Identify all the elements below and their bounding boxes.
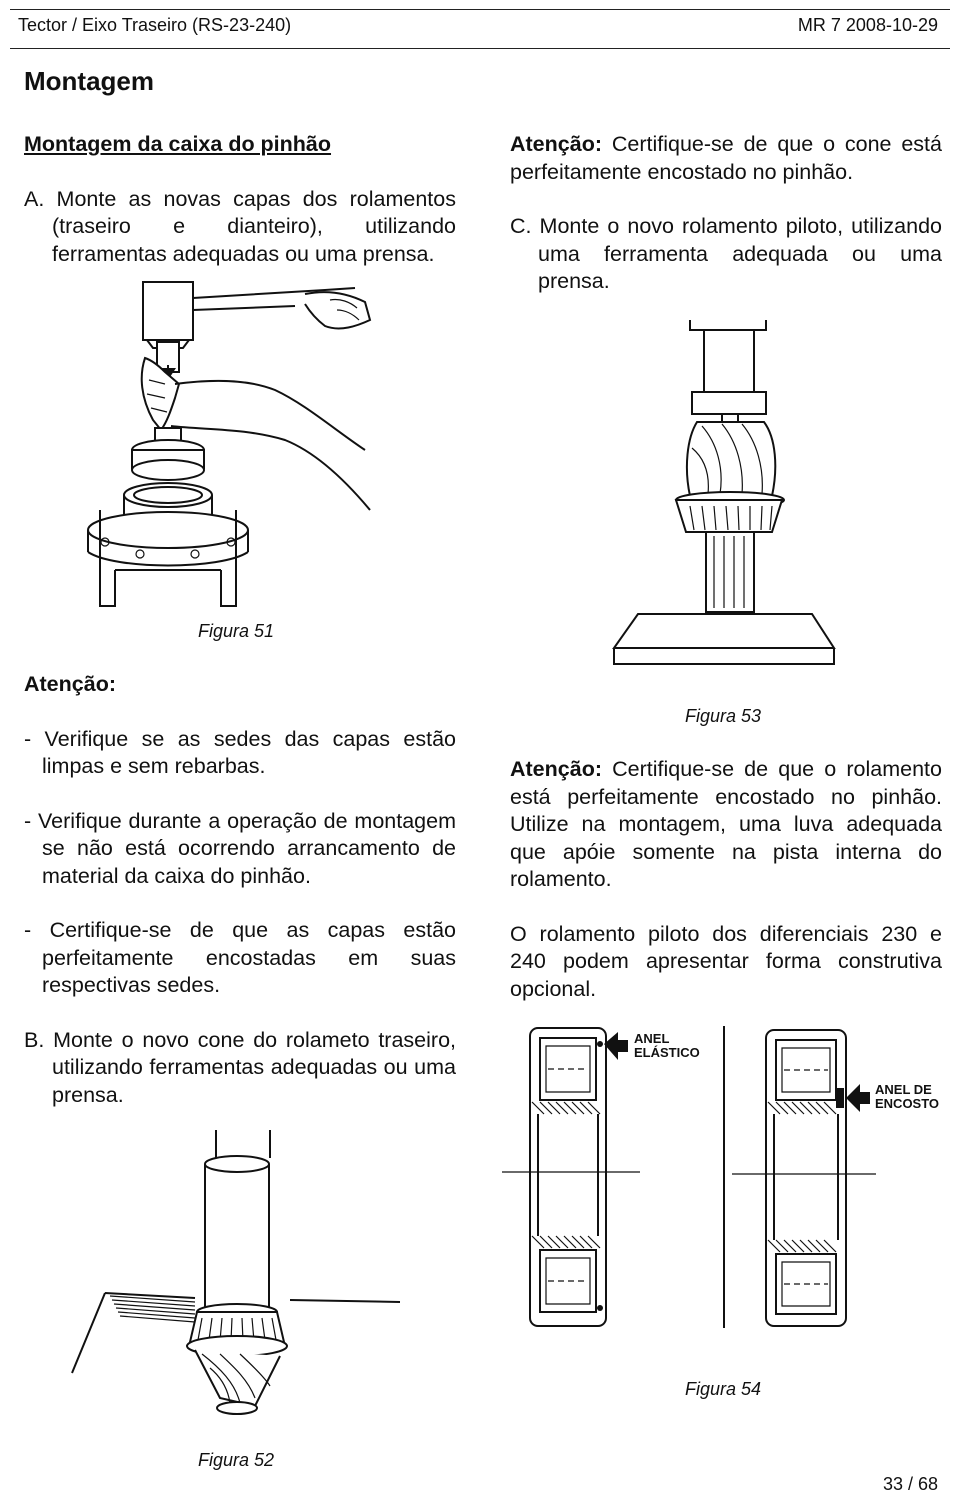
- attention-bullet-2: - Verifique durante a operação de montag…: [24, 808, 456, 888]
- header-doc-revision: MR 7 2008-10-29: [797, 15, 938, 35]
- figure-52-illustration: [71, 1130, 401, 1415]
- figure-51-illustration: [87, 281, 372, 607]
- figure-53-illustration: [612, 320, 836, 665]
- step-c-text: C. Monte o novo rolamento piloto, utiliz…: [510, 214, 942, 293]
- label-anel-elastico-line2: ELÁSTICO: [634, 1045, 700, 1060]
- attention-note-2-label: Atenção:: [510, 757, 602, 781]
- attention-bullet-3: - Certifique-se de que as capas estão pe…: [24, 918, 456, 997]
- attention-note-1-label: Atenção:: [510, 132, 602, 156]
- figure-53-caption: Figura 53: [685, 706, 762, 726]
- attention-bullet-1: - Verifique se as sedes das capas estão …: [24, 726, 456, 779]
- section-subtitle: Montagem da caixa do pinhão: [24, 132, 332, 156]
- left-column-attention: Atenção: - Verifique se as sedes das cap…: [24, 671, 456, 1109]
- label-anel-encosto: ANEL DE ENCOSTO: [875, 1083, 939, 1111]
- page-title: Montagem: [24, 66, 154, 96]
- header-bottom-rule: [10, 48, 950, 49]
- pilot-bearing-paragraph: O rolamento piloto dos diferenciais 230 …: [510, 921, 942, 1001]
- attention-note-1-text: Certifique-se de que o cone está perfeit…: [510, 132, 942, 184]
- figure-54-caption: Figura 54: [685, 1379, 762, 1399]
- right-column-top: Atenção: Certifique-se de que o cone est…: [510, 131, 942, 296]
- page-number: 33 / 68: [882, 1474, 938, 1494]
- attention-note-2: Atenção: Certifique-se de que o rolament…: [510, 756, 942, 894]
- figure-54-illustration: [502, 1026, 876, 1328]
- right-column-middle: Atenção: Certifique-se de que o rolament…: [510, 756, 942, 1003]
- attention-note-2-text: Certifique-se de que o rolamento está pe…: [510, 757, 942, 891]
- label-anel-elastico: ANEL ELÁSTICO: [634, 1032, 700, 1060]
- step-b-text: B. Monte o novo cone do rolameto traseir…: [24, 1027, 456, 1107]
- header-doc-title: Tector / Eixo Traseiro (RS-23-240): [18, 15, 292, 35]
- step-a-text: A. Monte as novas capas dos rolamentos (…: [24, 186, 456, 266]
- attention-heading: Atenção:: [24, 672, 116, 696]
- label-anel-encosto-line2: ENCOSTO: [875, 1096, 940, 1111]
- label-anel-encosto-line1: ANEL DE: [875, 1082, 932, 1097]
- left-column-top: Montagem da caixa do pinhão A. Monte as …: [24, 131, 456, 268]
- figure-51-caption: Figura 51: [198, 621, 275, 641]
- attention-note-1: Atenção: Certifique-se de que o cone est…: [510, 131, 942, 186]
- header-top-rule: [10, 9, 950, 10]
- figure-52-caption: Figura 52: [198, 1450, 275, 1470]
- label-anel-elastico-line1: ANEL: [634, 1031, 670, 1046]
